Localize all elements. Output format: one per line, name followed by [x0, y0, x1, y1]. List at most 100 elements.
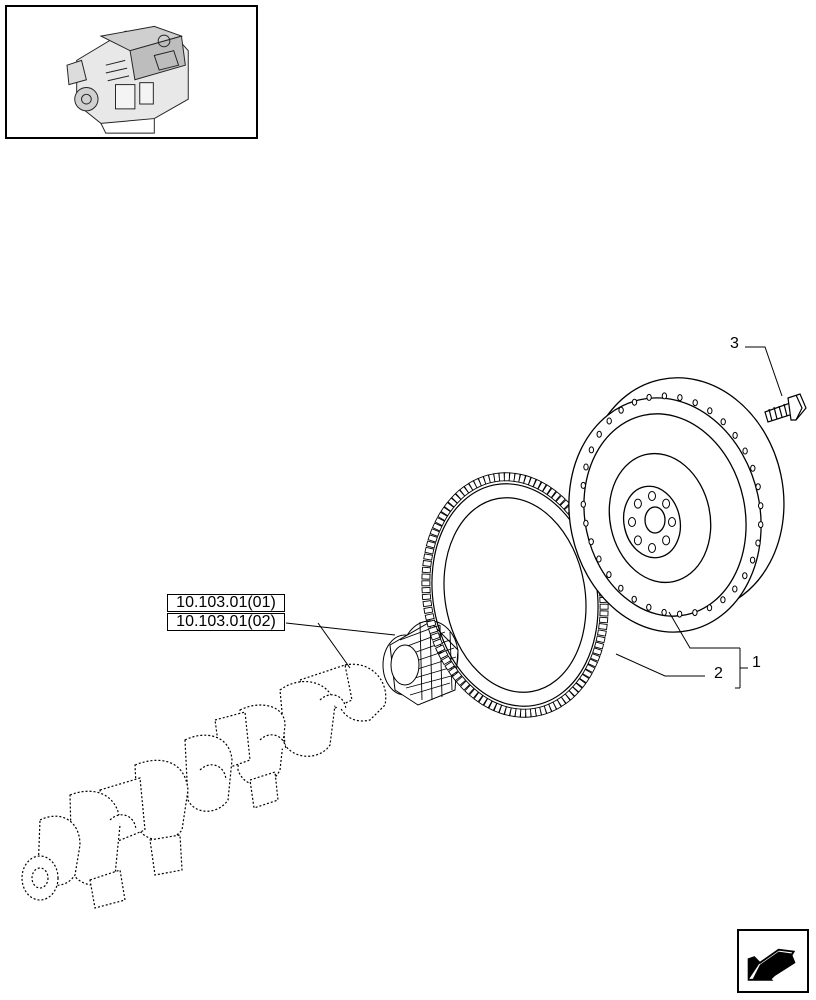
engine-thumbnail	[5, 5, 258, 139]
flywheel-hole	[661, 608, 667, 616]
ring-gear-tooth	[483, 697, 493, 709]
flywheel-hole	[618, 406, 624, 414]
next-page-arrow-icon	[747, 948, 796, 981]
flywheel-hole	[583, 463, 589, 471]
hub-bolt-hole	[633, 535, 642, 546]
ring-gear-tooth	[578, 673, 590, 684]
ring-gear-tooth	[427, 534, 438, 543]
flywheel-hole	[661, 392, 668, 400]
next-page-button[interactable]	[737, 929, 809, 993]
ring-gear-tooth	[594, 641, 605, 650]
ring-gear-tooth	[422, 600, 433, 608]
ring-gear-tooth	[421, 566, 432, 574]
hub-bolt-hole	[648, 491, 656, 501]
engine-thumbnail-icon	[66, 25, 189, 134]
ring-gear-tooth	[447, 497, 458, 508]
ring-gear	[421, 472, 609, 718]
flywheel	[568, 377, 785, 633]
ring-gear-tooth	[422, 560, 432, 567]
ring-gear-tooth	[599, 610, 609, 617]
reference-box-2[interactable]: 10.103.01(02)	[167, 613, 285, 631]
ring-gear-tooth	[440, 655, 452, 666]
ring-gear-tooth	[598, 623, 608, 630]
ring-gear-tooth	[437, 650, 449, 660]
ring-gear-tooth	[589, 653, 601, 662]
flywheel-hole	[583, 519, 589, 527]
crankshaft-gear	[382, 619, 459, 706]
flywheel-hole	[755, 539, 761, 547]
ring-gear-tooth	[464, 684, 475, 695]
ring-gear-tooth	[575, 678, 587, 689]
flywheel-hole	[580, 481, 586, 489]
flywheel-hole	[707, 407, 713, 415]
flywheel-hole	[588, 446, 595, 454]
ring-gear-tooth	[424, 613, 435, 621]
flywheel-hole	[732, 431, 738, 439]
hub-bolt-hole	[662, 535, 671, 546]
ring-gear-tooth	[429, 528, 441, 537]
flywheel-hole	[720, 418, 726, 426]
flywheel-hole	[732, 585, 738, 593]
hub-bolt-hole	[662, 498, 671, 509]
ring-gear-tooth	[430, 632, 441, 641]
ring-gear-tooth	[435, 644, 446, 654]
hub-bolt-hole	[668, 517, 676, 527]
ring-gear-tooth	[443, 501, 455, 512]
callout-ring-gear: 2	[714, 665, 723, 682]
flywheel-hub-bolt-holes	[628, 491, 676, 553]
flywheel-hole	[646, 393, 652, 401]
ring-gear-tooth	[423, 606, 434, 614]
flywheel-hole	[631, 398, 638, 406]
flywheel-hole	[706, 604, 713, 612]
ring-gear-tooth	[595, 635, 606, 644]
ring-gear-tooth	[550, 491, 562, 502]
ring-gear-tooth	[421, 586, 431, 594]
ring-gear-tooth	[444, 661, 456, 671]
ring-gear-tooth	[421, 593, 432, 601]
ring-gear-teeth	[421, 472, 609, 718]
ring-gear-tooth	[524, 708, 532, 718]
hub-bolt-hole	[633, 498, 642, 509]
crankshaft	[21, 663, 387, 909]
hub-bolt-hole	[648, 543, 656, 553]
flywheel-hole	[742, 572, 748, 580]
ring-gear-tooth	[597, 629, 607, 637]
ring-gear-tooth	[598, 616, 609, 624]
ring-gear-tooth	[542, 484, 552, 495]
ring-gear-tooth	[503, 472, 510, 482]
flywheel-hole	[742, 447, 748, 455]
callout-bolt: 3	[730, 335, 739, 352]
flywheel-hole	[618, 584, 624, 592]
ring-gear-tooth	[587, 658, 599, 668]
flywheel-hole	[676, 610, 683, 618]
ring-gear-tooth	[599, 603, 609, 610]
ring-gear-tooth	[421, 580, 431, 587]
flywheel-hole	[758, 502, 764, 510]
ring-gear-tooth	[440, 506, 452, 517]
flywheel-hole	[596, 430, 602, 438]
flywheel-holes	[580, 392, 764, 618]
flywheel-hole	[606, 571, 612, 579]
ring-gear-tooth	[431, 522, 443, 532]
flywheel-bolt	[764, 393, 807, 423]
ring-gear-tooth	[572, 682, 583, 693]
ring-gear-tooth	[432, 638, 443, 648]
ring-gear-tooth	[582, 668, 593, 679]
flywheel-hole	[692, 609, 698, 617]
ring-gear-tooth	[537, 481, 547, 493]
ring-gear-tooth	[434, 516, 446, 527]
flywheel-hole	[596, 555, 602, 563]
ring-gear-tooth	[546, 487, 557, 499]
ring-gear-tooth	[473, 691, 484, 703]
ring-gear-tooth	[427, 625, 439, 635]
ring-gear-tooth	[498, 472, 506, 482]
ring-gear-tooth	[468, 688, 480, 699]
flywheel-hole	[677, 394, 683, 402]
reference-box-1[interactable]: 10.103.01(01)	[167, 594, 285, 612]
ring-gear-tooth	[584, 663, 596, 674]
callout-assembly: 1	[752, 654, 761, 671]
leader-lines	[285, 346, 783, 689]
ring-gear-tooth	[447, 666, 459, 677]
ring-gear-tooth	[426, 619, 437, 628]
ring-gear-tooth	[425, 540, 436, 549]
